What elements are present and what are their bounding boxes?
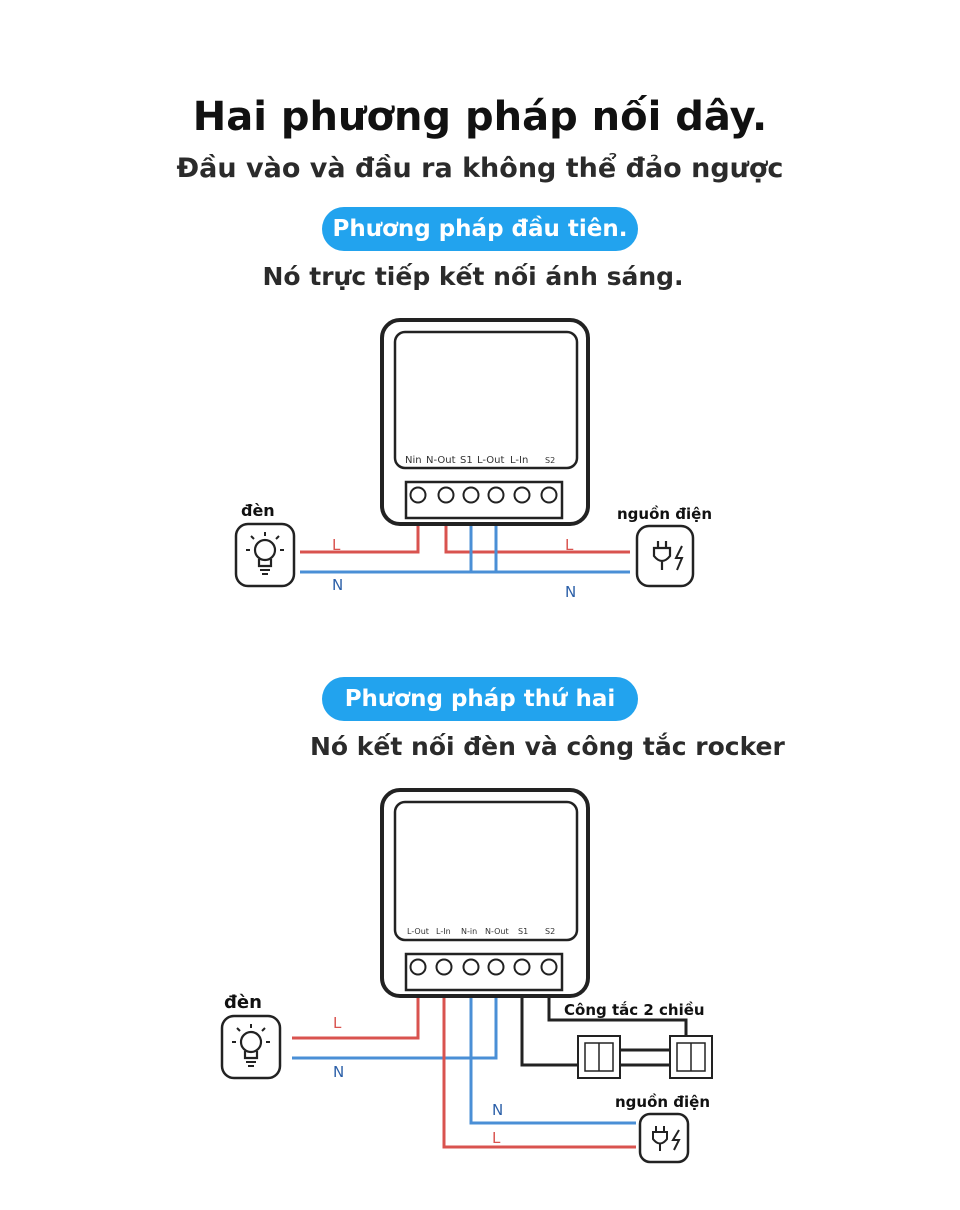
- method1-diagram: Nin N-Out S1 L-Out L-In S2 L N L N đèn n…: [234, 318, 712, 601]
- method2-pill: Phương pháp thứ hai: [322, 677, 638, 721]
- m2-terminal-label: L-Out: [407, 927, 429, 936]
- page-title: Hai phương pháp nối dây.: [192, 94, 768, 140]
- m2-lamp-icon: [220, 1014, 282, 1080]
- m2-terminal-label: N-in: [461, 927, 477, 936]
- m1-terminal-label: L-In: [510, 455, 528, 466]
- m1-lamp-N-label: N: [332, 576, 343, 594]
- m1-power-label: nguồn điện: [617, 504, 712, 523]
- m1-power-N-label: N: [565, 583, 576, 601]
- m1-terminal-label: Nin: [405, 455, 422, 466]
- method2-description: Nó kết nối đèn và công tắc rocker: [310, 732, 785, 761]
- m2-lamp-L-label: L: [333, 1014, 342, 1032]
- m2-two-way-switch-icon: [577, 1035, 713, 1079]
- method1-pill: Phương pháp đầu tiên.: [322, 207, 638, 251]
- page-subtitle: Đầu vào và đầu ra không thể đảo ngược: [176, 153, 784, 184]
- m1-terminal-label: N-Out: [426, 455, 456, 466]
- method1-description: Nó trực tiếp kết nối ánh sáng.: [262, 262, 684, 291]
- m1-power-plug-icon: [635, 524, 695, 588]
- m2-terminal-label: L-In: [436, 927, 451, 936]
- m1-terminal-label: S2: [545, 456, 555, 465]
- m2-switch-label: Công tắc 2 chiều: [564, 1000, 705, 1019]
- m2-relay-device: [380, 788, 590, 998]
- m1-power-L-label: L: [565, 536, 574, 554]
- m2-lamp-label: đèn: [224, 992, 262, 1013]
- m2-switch-S1-wire: [520, 967, 686, 1067]
- m2-power-plug-icon: [638, 1112, 690, 1164]
- m1-terminal-label: L-Out: [477, 455, 504, 466]
- m2-lamp-N-label: N: [333, 1063, 344, 1081]
- m2-terminal-label: N-Out: [485, 927, 509, 936]
- m1-relay-device: [380, 318, 590, 526]
- method2-diagram: L-Out L-In N-in N-Out S1 S2 L N N L Công…: [220, 788, 713, 1164]
- m1-lamp-icon: [234, 522, 296, 588]
- m2-power-label: nguồn điện: [615, 1092, 710, 1111]
- m1-terminal-label: S1: [460, 455, 473, 466]
- m2-power-N-wire: [469, 967, 636, 1125]
- m2-power-L-wire: [442, 967, 636, 1149]
- m1-lamp-label: đèn: [241, 501, 275, 520]
- m2-power-L-label: L: [492, 1129, 501, 1147]
- m2-terminal-label: S1: [518, 927, 528, 936]
- m2-terminal-label: S2: [545, 927, 555, 936]
- m1-lamp-L-label: L: [332, 536, 341, 554]
- m2-power-N-label: N: [492, 1101, 503, 1119]
